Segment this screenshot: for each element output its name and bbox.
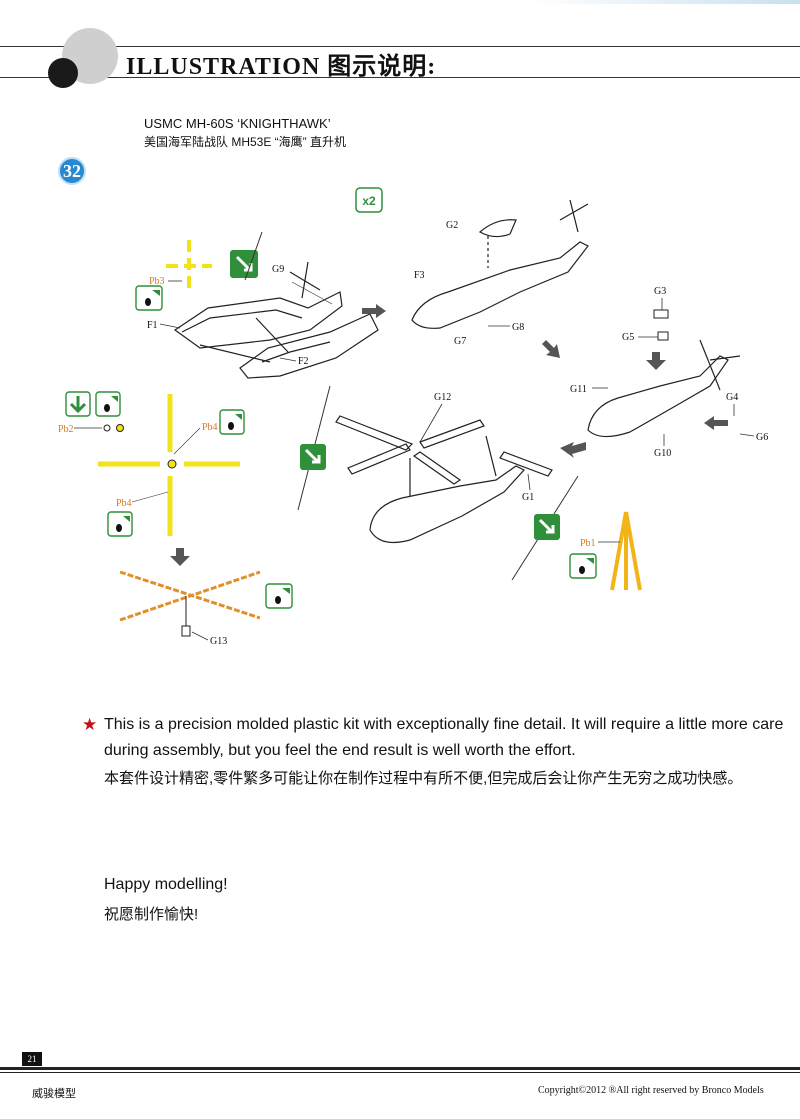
note-english: This is a precision molded plastic kit w… (104, 716, 784, 759)
part-label-f3: F3 (414, 270, 425, 281)
header-rule-bottom (0, 77, 800, 78)
paint-label-pb4-top: Pb4 (202, 422, 218, 433)
fuselage-halves (173, 291, 379, 379)
tail-rotor-g9 (289, 261, 321, 299)
step-arrow-down-right (542, 340, 560, 358)
paint-bottle-icon (107, 511, 133, 537)
helicopter-fuselage-assembly (411, 199, 589, 329)
part-label-g11: G11 (570, 384, 587, 395)
part-label-g3: G3 (654, 286, 666, 297)
part-label-g10: G10 (654, 448, 671, 459)
note-star-icon: ★ (82, 715, 98, 734)
glue-icon (300, 444, 326, 470)
page-number: 21 (22, 1052, 42, 1066)
glue-down-icon (65, 391, 91, 417)
part-label-g2: G2 (446, 220, 458, 231)
paint-bottle-icon (95, 391, 121, 417)
header-decoration-dot (48, 58, 78, 88)
part-label-g1: G1 (522, 492, 534, 503)
closing-chinese: 祝愿制作愉快! (104, 906, 199, 923)
paint-label-pb1: Pb1 (580, 538, 596, 549)
step-arrow-right (362, 304, 386, 318)
rotor-blade-g1 (499, 451, 553, 477)
part-label-f2: F2 (298, 356, 309, 367)
assembly-diagram: x2 Pb3 F1 F2 G9 (58, 187, 768, 647)
paint-label-pb2: Pb2 (58, 424, 74, 435)
step-arrow-left (704, 416, 728, 430)
part-label-g6: G6 (756, 432, 768, 443)
main-rotor-g12 (335, 415, 485, 485)
copyright-notice: Copyright©2012 ®All right reserved by Br… (538, 1085, 764, 1096)
helicopter-final-assembly-left (369, 435, 525, 543)
top-edge-tint (530, 0, 800, 4)
part-label-g13: G13 (210, 636, 227, 647)
model-title-english: USMC MH-60S ‘KNIGHTHAWK’ (144, 116, 331, 131)
glue-icon (534, 514, 560, 540)
note-chinese: 本套件设计精密,零件繁多可能让你在制作过程中有所不便,但完成后会让你产生无穷之成… (104, 770, 743, 787)
rotor-shaft-g13 (181, 625, 191, 637)
glue-icon (230, 250, 258, 278)
paint-cross-pb4 (98, 394, 240, 536)
part-label-f1: F1 (147, 320, 158, 331)
step-arrow-down (646, 352, 666, 370)
part-label-g4: G4 (726, 392, 738, 403)
part-label-g9: G9 (272, 264, 284, 275)
part-label-g12: G12 (434, 392, 451, 403)
part-label-g5: G5 (622, 332, 634, 343)
paint-part-pb1 (610, 511, 642, 591)
helicopter-final-assembly-right (587, 339, 741, 438)
page-title: ILLUSTRATION 图示说明: (126, 54, 437, 80)
part-label-g8: G8 (512, 322, 524, 333)
paint-bottle-icon (135, 285, 163, 311)
rotor-hub (167, 459, 177, 469)
brand-name-chinese: 威骏模型 (32, 1088, 76, 1100)
footer-rule-top (0, 1067, 800, 1070)
paint-bottle-icon (569, 553, 597, 579)
header-rule-top (0, 46, 800, 47)
step-arrow-down-left (560, 442, 586, 458)
step-arrow-down (170, 548, 190, 566)
step-number-badge: 32 (58, 157, 86, 185)
paint-bottle-icon (265, 583, 293, 609)
closing-english: Happy modelling! (104, 876, 228, 893)
paint-label-pb3: Pb3 (149, 276, 165, 287)
part-label-g7: G7 (454, 336, 466, 347)
paint-bottle-icon (219, 409, 245, 435)
multiplier-badge: x2 (355, 187, 383, 213)
main-rotor-painted (119, 570, 261, 622)
model-title-chinese: 美国海军陆战队 MH53E “海鹰” 直升机 (144, 135, 347, 149)
multiplier-label: x2 (362, 194, 376, 208)
paint-cross-pb3 (166, 240, 212, 292)
paint-label-pb4-bottom: Pb4 (116, 498, 132, 509)
footer-rule-bottom (0, 1072, 800, 1073)
